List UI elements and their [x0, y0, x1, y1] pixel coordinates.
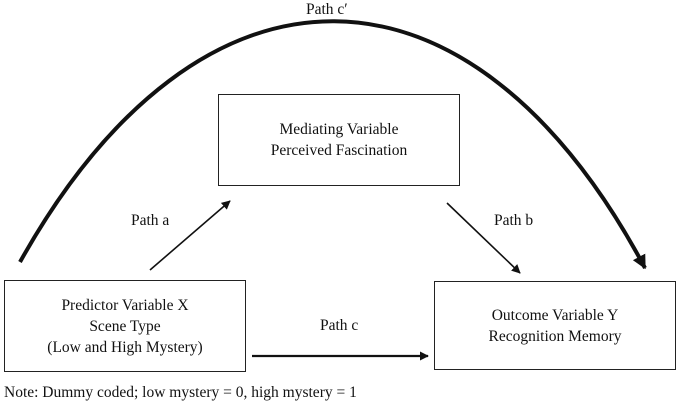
- outcome-title: Outcome Variable Y: [491, 306, 619, 324]
- coding-note: Note: Dummy coded; low mystery = 0, high…: [4, 384, 357, 401]
- predictor-title: Predictor Variable X: [61, 296, 189, 314]
- path-c-prime-label: Path c′: [306, 1, 348, 18]
- mediating-variable-box: Mediating Variable Perceived Fascination: [218, 94, 460, 186]
- mediator-title: Mediating Variable: [279, 121, 399, 138]
- mediator-subtitle: Perceived Fascination: [270, 142, 408, 159]
- predictor-levels: (Low and High Mystery): [47, 338, 203, 356]
- outcome-variable-box: Outcome Variable Y Recognition Memory: [434, 281, 676, 370]
- path-a-arrow: [149, 200, 231, 271]
- path-a-label: Path a: [131, 212, 170, 229]
- path-b-arrow: [446, 202, 521, 274]
- path-b-label: Path b: [494, 212, 534, 229]
- predictor-subtitle: Scene Type: [89, 317, 161, 335]
- path-c-prime-arrow: [18, 19, 647, 270]
- outcome-subtitle: Recognition Memory: [488, 327, 622, 345]
- predictor-variable-box: Predictor Variable X Scene Type (Low and…: [4, 280, 246, 372]
- path-c-label: Path c: [320, 317, 359, 334]
